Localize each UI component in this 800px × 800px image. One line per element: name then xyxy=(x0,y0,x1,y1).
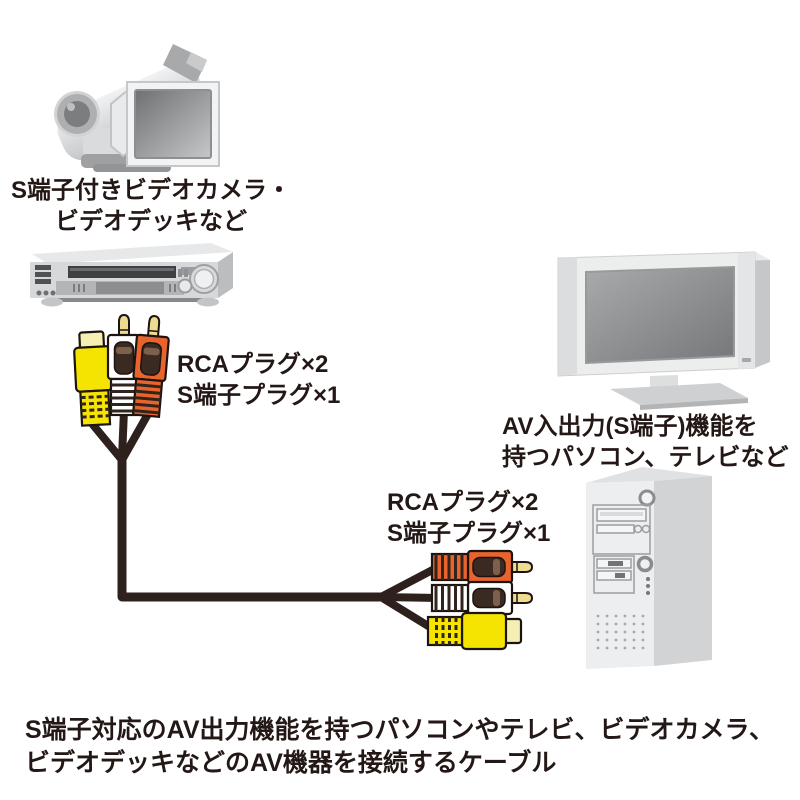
target-device-caption-line2: 持つパソコン、テレビなど xyxy=(502,444,789,471)
target-device-caption-line1: AV入出力(S端子)機能を xyxy=(502,413,758,440)
right-plug-label-line2: S端子プラグ×1 xyxy=(387,520,551,547)
camcorder-icon xyxy=(54,44,220,172)
tv-monitor-icon xyxy=(557,251,770,410)
rca-plug-white-right-icon xyxy=(430,580,534,616)
right-plug-label-line1: RCAプラグ×2 xyxy=(387,489,539,516)
pc-tower-icon xyxy=(586,467,712,669)
left-plug-label: RCAプラグ×2 S端子プラグ×1 xyxy=(177,349,340,411)
product-description-line2: ビデオデッキなどのAV機器を接続するケーブル xyxy=(25,749,557,777)
source-device-caption-line1: S端子付きビデオカメラ・ xyxy=(10,177,291,204)
cable-main-line xyxy=(117,456,383,602)
vcr-deck-icon xyxy=(30,243,233,307)
source-device-caption: S端子付きビデオカメラ・ ビデオデッキなど xyxy=(8,175,294,237)
cable-branch-left xyxy=(85,406,152,464)
left-plug-label-line2: S端子プラグ×1 xyxy=(177,382,341,409)
left-plug-label-line1: RCAプラグ×2 xyxy=(177,351,329,378)
svideo-plug-right-icon xyxy=(426,611,523,651)
product-description: S端子対応のAV出力機能を持つパソコンやテレビ、ビデオカメラ、 ビデオデッキなど… xyxy=(25,714,774,780)
rca-plug-red-right-icon xyxy=(430,549,534,585)
product-description-line1: S端子対応のAV出力機能を持つパソコンやテレビ、ビデオカメラ、 xyxy=(25,716,775,744)
source-device-caption-line2: ビデオデッキなど xyxy=(55,208,247,235)
vent-dots xyxy=(596,614,645,650)
target-device-caption: AV入出力(S端子)機能を 持つパソコン、テレビなど xyxy=(502,411,789,473)
right-plug-label: RCAプラグ×2 S端子プラグ×1 xyxy=(387,487,550,549)
rca-plug-red-left-icon xyxy=(128,313,173,419)
av-cable-icon xyxy=(71,313,534,651)
